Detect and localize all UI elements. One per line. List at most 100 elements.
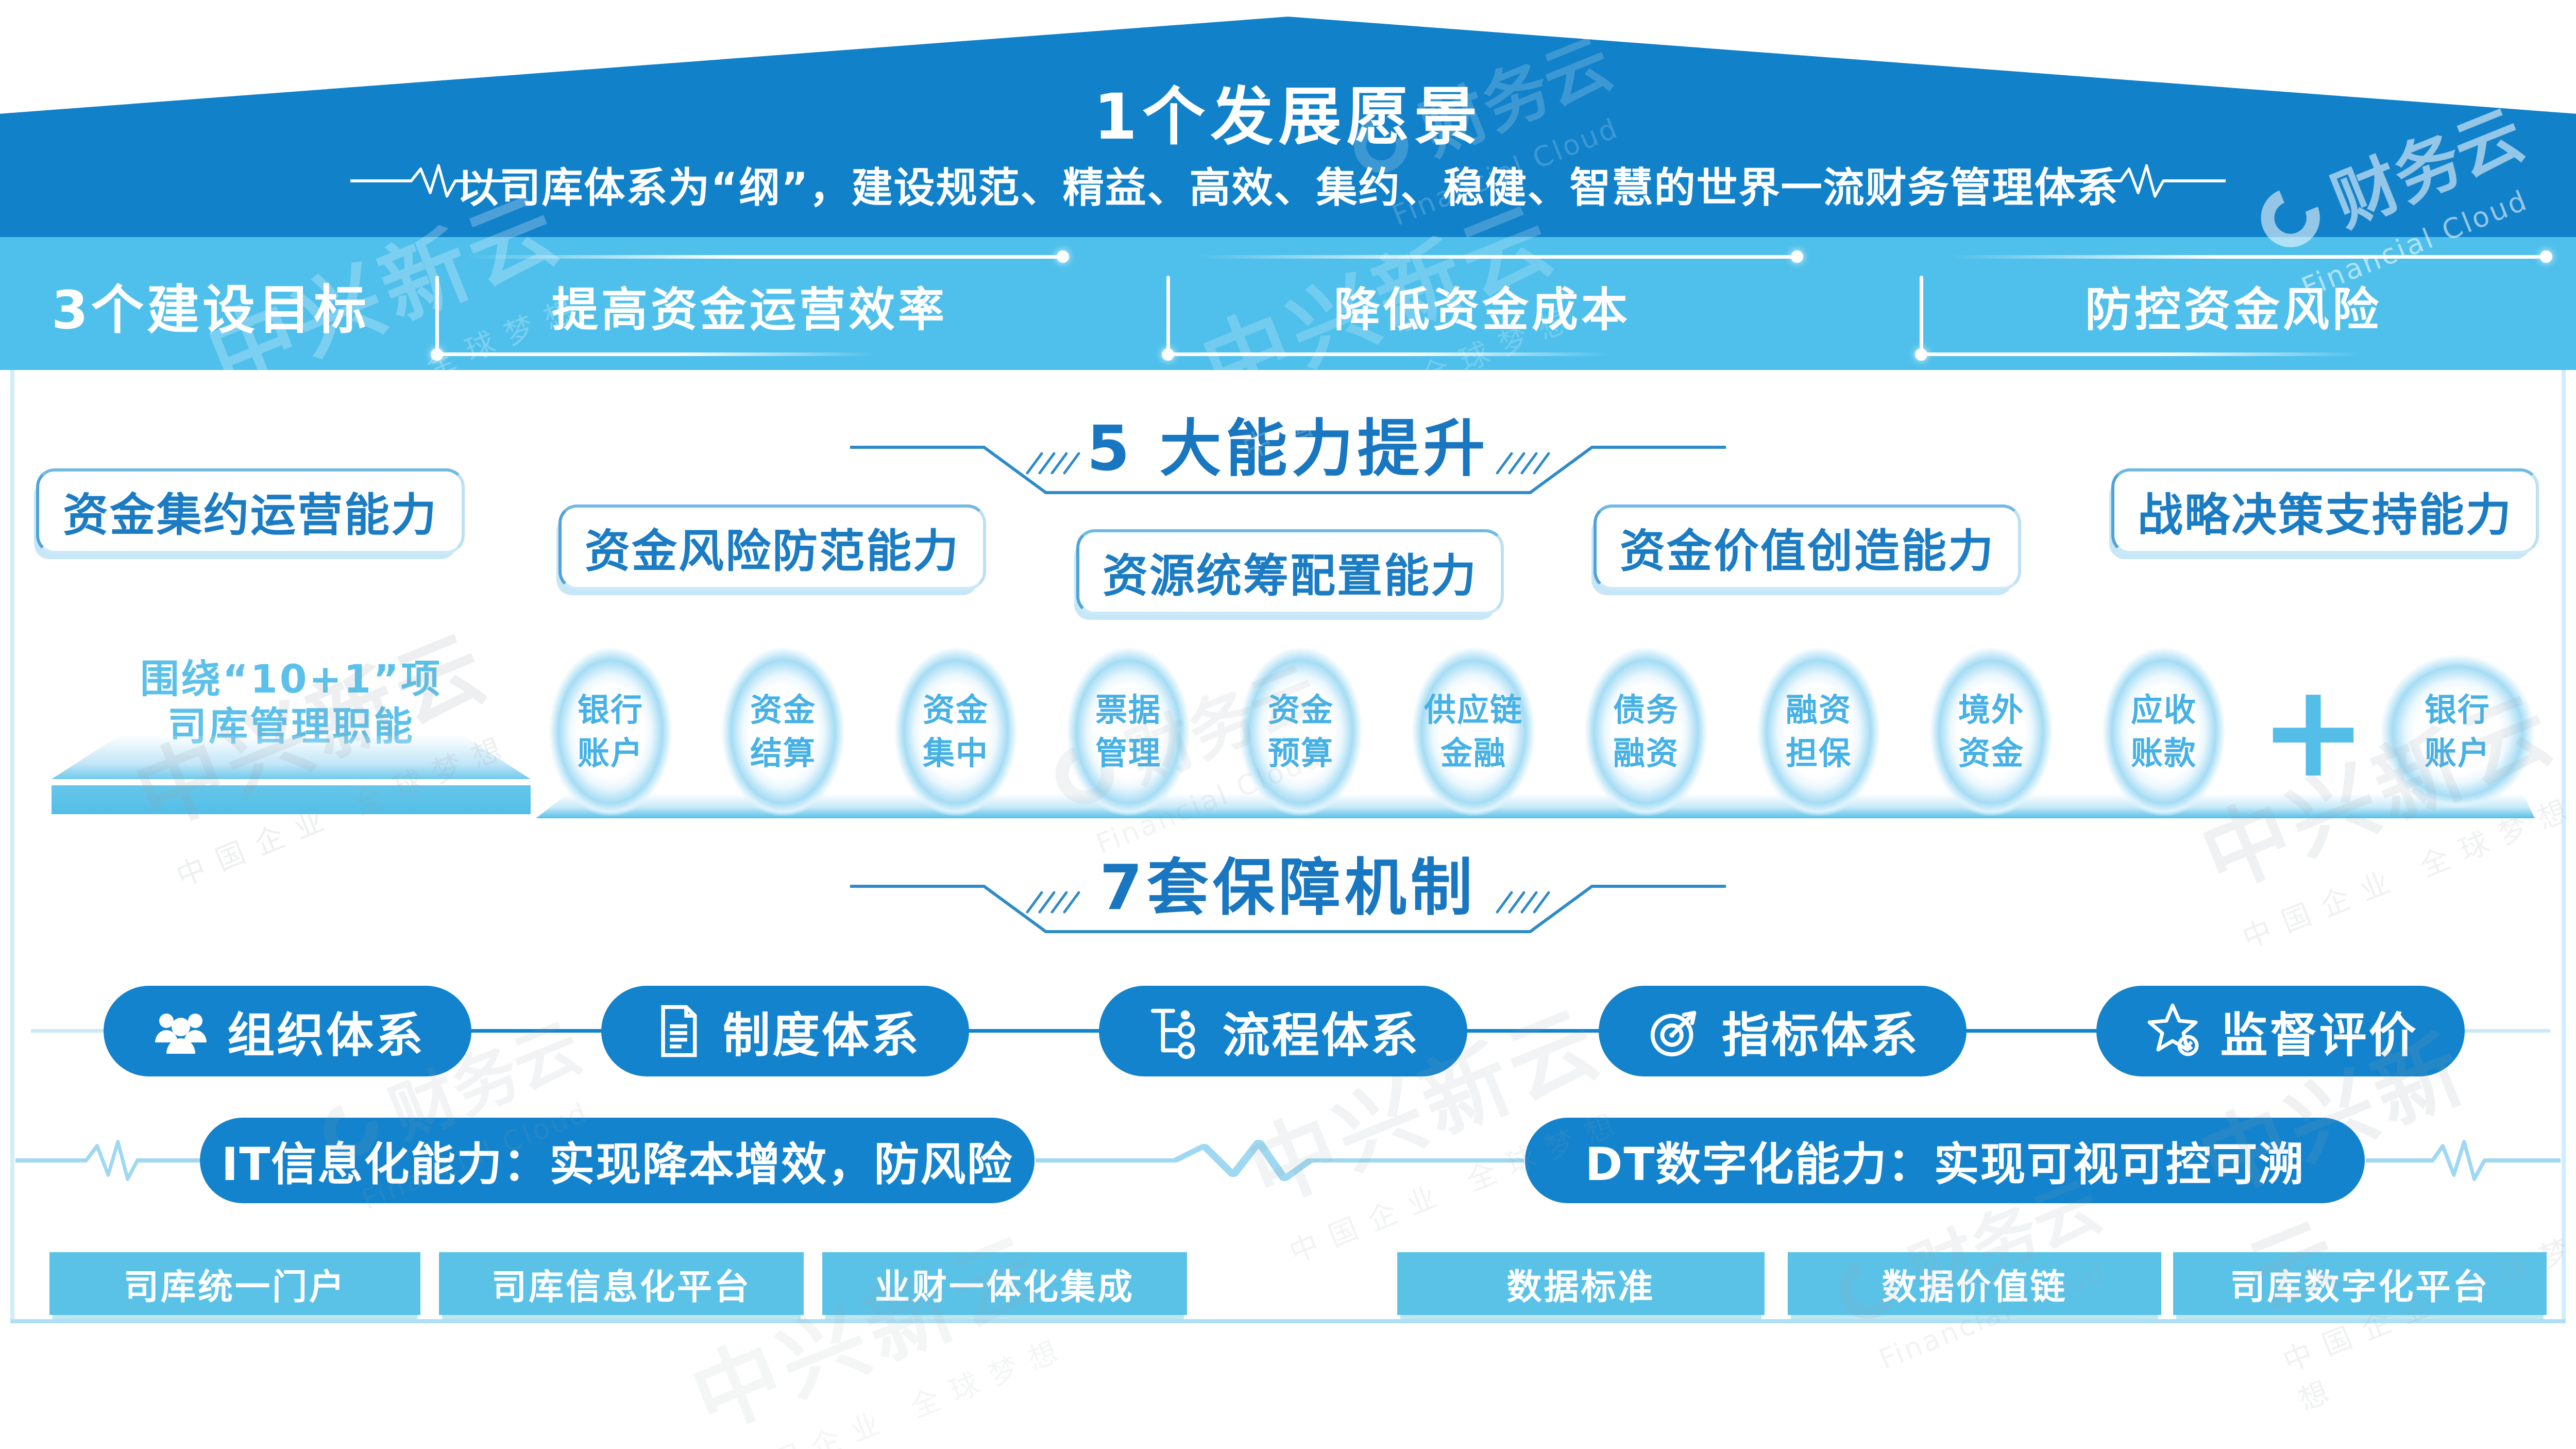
goal-label: 降低资金成本 — [1334, 283, 1631, 337]
function-bubble-extra: 银行 账户 — [2380, 654, 2535, 809]
capability-box: 资金集约运营能力 — [36, 468, 465, 554]
function-bubble: 应收 账款 — [2102, 647, 2226, 817]
section-banner-lines — [850, 885, 1726, 933]
target-icon — [1650, 1010, 1697, 1057]
heartbeat-line-icon — [2066, 164, 2226, 198]
platform-label: 司库统一门户 — [123, 1267, 346, 1308]
function-bubble: 债务 融资 — [1584, 647, 1708, 817]
function-label: 预算 — [1267, 734, 1334, 772]
function-bubble: 票据 管理 — [1066, 647, 1190, 817]
star-icon — [2147, 1003, 2199, 1056]
mechanism-label: 制度体系 — [722, 1007, 921, 1063]
goal-frame-dot — [1057, 250, 1069, 263]
goal-frame-dot — [2540, 250, 2552, 263]
functions-underline-swoosh — [536, 794, 2535, 818]
mechanism-label: 监督评价 — [2220, 1007, 2418, 1063]
podium-base — [52, 785, 531, 814]
function-label: 融资 — [1785, 691, 1852, 729]
function-label: 账户 — [2424, 734, 2490, 772]
function-label: 银行 — [577, 691, 643, 729]
mechanisms-title: 7套保障机制 — [1099, 852, 1477, 924]
it-capability-label: IT信息化能力：实现降本增效，防风险 — [221, 1137, 1013, 1191]
goal-frame-left-line — [435, 276, 439, 358]
goal-label: 防控资金风险 — [2085, 283, 2382, 337]
mechanism-label: 指标体系 — [1721, 1007, 1920, 1063]
function-label: 债务 — [1613, 691, 1679, 729]
mechanism-pill: 制度体系 — [601, 986, 969, 1076]
platform-label: 数据标准 — [1506, 1267, 1655, 1308]
heartbeat-line-icon — [1036, 1140, 1524, 1181]
goal-frame-bottom-line — [1920, 352, 2359, 356]
frame-left-line — [10, 370, 14, 1323]
capability-label: 资源统筹配置能力 — [1102, 549, 1478, 602]
watermark-brand: 中兴新云 — [679, 1217, 1061, 1449]
section-banner-lines — [850, 446, 1726, 494]
platform-label: 业财一体化集成 — [874, 1267, 1134, 1308]
function-label: 担保 — [1785, 734, 1852, 772]
goal-box: 提高资金运营效率 — [431, 250, 1069, 361]
function-label: 账款 — [2130, 734, 2197, 772]
frame-right-line — [2562, 370, 2566, 1323]
vision-subtitle: 以司库体系为“纲”，建设规范、精益、高效、集约、稳健、智慧的世界一流财务管理体系 — [457, 164, 2119, 212]
pill-connector-line — [31, 1029, 165, 1033]
mechanism-label: 组织体系 — [227, 1007, 425, 1063]
goal-frame-bottom-line — [435, 352, 875, 356]
function-bubble: 融资 担保 — [1757, 647, 1880, 817]
it-capability-bar: IT信息化能力：实现降本增效，防风险 — [200, 1118, 1035, 1203]
function-bubble: 银行 账户 — [549, 647, 672, 817]
goal-frame-top-line — [1197, 255, 1798, 259]
mechanism-pill: 监督评价 — [2096, 986, 2465, 1076]
function-label: 结算 — [750, 734, 816, 772]
platform-label: 司库数字化平台 — [2230, 1267, 2490, 1308]
function-bubble: 供应链 金融 — [1412, 647, 1535, 817]
mechanism-pill: 组织体系 — [104, 986, 471, 1076]
function-label: 资金 — [1958, 734, 2024, 772]
heartbeat-line-icon — [2366, 1140, 2561, 1181]
function-label: 票据 — [1095, 691, 1161, 729]
capabilities-title: 5 大能力提升 — [1087, 413, 1489, 485]
function-label: 应收 — [2130, 691, 2197, 729]
functions-caption-line1: 围绕“10+1”项 — [140, 656, 443, 702]
frame-bottom-line — [10, 1319, 2566, 1323]
goal-frame-dot — [1162, 348, 1174, 361]
function-label: 资金 — [750, 691, 816, 729]
platform-label: 司库信息化平台 — [491, 1267, 751, 1308]
capability-label: 资金风险防范能力 — [584, 524, 960, 578]
function-label: 管理 — [1095, 734, 1161, 772]
function-label: 融资 — [1613, 734, 1679, 772]
goal-label: 提高资金运营效率 — [552, 283, 947, 337]
goals-band — [0, 237, 2576, 370]
mechanism-pill: 指标体系 — [1599, 986, 1967, 1076]
platform-box: 业财一体化集成 — [822, 1252, 1187, 1315]
goal-frame-dot — [431, 348, 443, 361]
function-bubble: 资金 预算 — [1239, 647, 1363, 817]
goal-box: 降低资金成本 — [1162, 250, 1803, 361]
heartbeat-line-icon — [350, 164, 510, 198]
capability-box: 资金价值创造能力 — [1594, 504, 2021, 590]
podium-shape — [52, 736, 531, 779]
goal-frame-dot — [1791, 250, 1803, 263]
mechanism-pill: 流程体系 — [1099, 986, 1467, 1076]
heartbeat-line-icon — [15, 1140, 201, 1181]
capability-label: 战略决策支持能力 — [2137, 488, 2513, 542]
function-label: 境外 — [1958, 691, 2024, 729]
plus-sign: + — [2259, 655, 2367, 806]
goal-frame-left-line — [1920, 276, 1923, 358]
platform-box: 数据价值链 — [1788, 1252, 2161, 1315]
dt-capability-bar: DT数字化能力：实现可视可控可溯 — [1525, 1118, 2365, 1203]
watermark-slogan: 中国企业 全球梦想 — [2278, 1228, 2576, 1418]
capability-box: 资金风险防范能力 — [558, 504, 986, 590]
function-label: 资金 — [1267, 691, 1334, 729]
function-label: 银行 — [2424, 691, 2490, 729]
function-bubble: 境外 资金 — [1929, 647, 2053, 817]
dt-capability-label: DT数字化能力：实现可视可控可溯 — [1585, 1137, 2305, 1191]
goal-frame-dot — [1915, 348, 1927, 361]
platform-box: 司库统一门户 — [49, 1252, 420, 1315]
platform-box: 司库数字化平台 — [2173, 1252, 2547, 1315]
pill-connector-line — [2421, 1029, 2550, 1033]
goal-frame-top-line — [1951, 255, 2547, 259]
vision-title: 1个发展愿景 — [1093, 80, 1483, 154]
capability-label: 资金集约运营能力 — [62, 488, 438, 542]
platform-box: 司库信息化平台 — [439, 1252, 804, 1315]
